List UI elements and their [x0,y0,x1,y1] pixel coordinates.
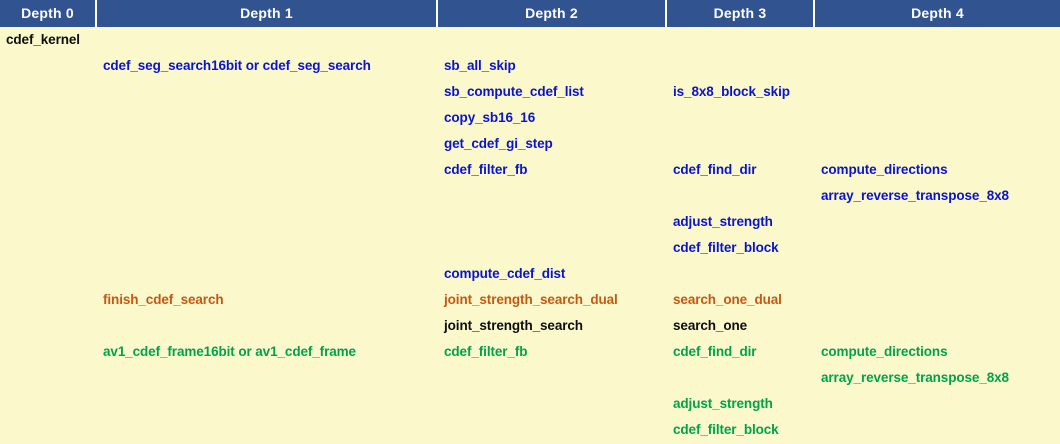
column-header-depth-4[interactable]: Depth 4 [815,0,1060,27]
table-cell[interactable]: cdef_filter_fb [444,344,528,359]
table-cell[interactable]: joint_strength_search [444,318,583,333]
table-cell[interactable]: cdef_filter_block [673,422,779,437]
table-cell[interactable]: finish_cdef_search [103,292,224,307]
table-header-row: Depth 0 Depth 1 Depth 2 Depth 3 Depth 4 [0,0,1060,27]
table-cell[interactable]: get_cdef_gi_step [444,136,553,151]
table-cell[interactable]: cdef_find_dir [673,344,757,359]
column-header-depth-0[interactable]: Depth 0 [0,0,95,27]
column-header-depth-2[interactable]: Depth 2 [438,0,665,27]
table-cell[interactable]: search_one_dual [673,292,782,307]
table-cell[interactable]: cdef_filter_fb [444,162,528,177]
table-cell[interactable]: joint_strength_search_dual [444,292,618,307]
table-cell[interactable]: adjust_strength [673,396,773,411]
column-header-depth-3[interactable]: Depth 3 [667,0,813,27]
table-cell[interactable]: cdef_filter_block [673,240,779,255]
table-cell[interactable]: av1_cdef_frame16bit or av1_cdef_frame [103,344,356,359]
table-body: cdef_kernel cdef_seg_search16bit or cdef_… [0,27,1060,444]
table-cell[interactable]: compute_directions [821,162,948,177]
table-cell[interactable]: array_reverse_transpose_8x8 [821,370,1009,385]
column-header-depth-1[interactable]: Depth 1 [97,0,436,27]
table-cell[interactable]: cdef_find_dir [673,162,757,177]
table-cell[interactable]: sb_compute_cdef_list [444,84,584,99]
table-cell[interactable]: cdef_kernel [6,32,80,47]
table-cell[interactable]: copy_sb16_16 [444,110,536,125]
table-cell[interactable]: is_8x8_block_skip [673,84,790,99]
table-cell[interactable]: cdef_seg_search16bit or cdef_seg_search [103,58,371,73]
table-cell[interactable]: compute_directions [821,344,948,359]
table-cell[interactable]: compute_cdef_dist [444,266,566,281]
table-cell[interactable]: adjust_strength [673,214,773,229]
table-cell[interactable]: array_reverse_transpose_8x8 [821,188,1009,203]
table-cell[interactable]: sb_all_skip [444,58,516,73]
table-cell[interactable]: search_one [673,318,748,333]
